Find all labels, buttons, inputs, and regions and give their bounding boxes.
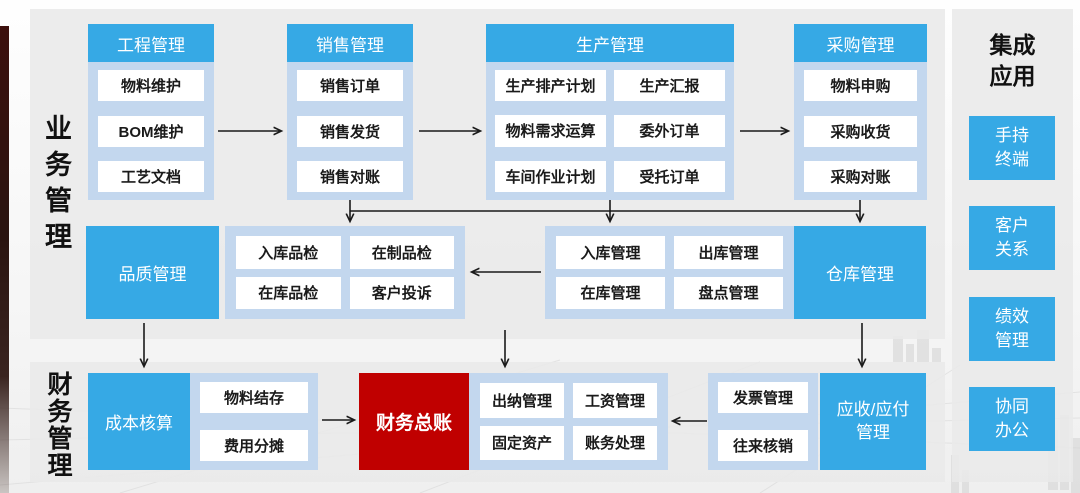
quality-management-box: 品质管理 (86, 226, 219, 319)
node-outbound-mgmt: 出库管理 (674, 236, 783, 269)
node-inbound-mgmt: 入库管理 (556, 236, 665, 269)
node-bom-maintain: BOM维护 (98, 115, 204, 147)
node-material-maintain: 物料维护 (98, 70, 204, 101)
integration-collaborative-office: 协同办公 (969, 387, 1055, 451)
warehouse-management-box: 仓库管理 (794, 226, 926, 319)
node-production-schedule: 生产排产计划 (495, 70, 606, 102)
node-customer-complaint: 客户投诉 (349, 276, 454, 309)
sales-header: 销售管理 (287, 24, 413, 62)
warehouse-group: 入库管理 出库管理 在库管理 盘点管理 (545, 226, 794, 319)
production-header: 生产管理 (486, 24, 734, 62)
ar-ap-management-box: 应收/应付管理 (820, 373, 926, 470)
integration-handheld-terminal: 手持终端 (969, 116, 1055, 180)
node-outsourcing-order: 委外订单 (614, 115, 725, 147)
node-instock-mgmt: 在库管理 (556, 276, 665, 309)
integration-title: 集成应用 (989, 32, 1036, 90)
node-purchase-request: 物料申购 (804, 70, 917, 101)
node-expense-allocation: 费用分摊 (200, 430, 308, 461)
node-material-balance: 物料结存 (200, 382, 308, 413)
cost-accounting-box: 成本核算 (88, 373, 190, 470)
integration-performance-mgmt: 绩效管理 (969, 297, 1055, 361)
general-ledger-box: 财务总账 (359, 373, 469, 470)
production-column: 生产管理 生产排产计划 生产汇报 物料需求运算 委外订单 车间作业计划 受托订单 (486, 24, 734, 200)
quality-group: 入库品检 在制品检 在库品检 客户投诉 (225, 226, 465, 319)
sales-column: 销售管理 销售订单 销售发货 销售对账 (287, 24, 413, 200)
node-transaction-writeoff: 往来核销 (718, 430, 808, 461)
node-shopfloor-plan: 车间作业计划 (495, 160, 606, 192)
node-invoice-mgmt: 发票管理 (718, 382, 808, 413)
node-stock-inspection: 在库品检 (236, 276, 341, 309)
node-cashier-mgmt: 出纳管理 (480, 383, 564, 418)
node-sales-reconcile: 销售对账 (297, 161, 403, 192)
procurement-column: 采购管理 物料申购 采购收货 采购对账 (794, 24, 927, 200)
node-purchase-reconcile: 采购对账 (804, 161, 917, 192)
engineering-header: 工程管理 (88, 24, 214, 62)
business-section-label: 业务管理 (41, 114, 71, 258)
node-sales-shipment: 销售发货 (297, 115, 403, 147)
node-production-report: 生产汇报 (614, 70, 725, 102)
invoice-group: 发票管理 往来核销 (708, 373, 818, 470)
node-stocktake-mgmt: 盘点管理 (674, 276, 783, 309)
integration-customer-relations: 客户关系 (969, 206, 1055, 270)
engineering-column: 工程管理 物料维护 BOM维护 工艺文档 (88, 24, 214, 200)
node-sales-order: 销售订单 (297, 70, 403, 101)
finance-section-label: 财务管理 (44, 371, 72, 479)
node-accounting-processing: 账务处理 (573, 425, 657, 460)
node-mrp: 物料需求运算 (495, 115, 606, 147)
node-incoming-inspection: 入库品检 (236, 236, 341, 269)
cost-group: 物料结存 费用分摊 (190, 373, 318, 470)
ledger-group: 出纳管理 工资管理 固定资产 账务处理 (469, 373, 668, 470)
node-purchase-receipt: 采购收货 (804, 115, 917, 147)
node-payroll-mgmt: 工资管理 (573, 383, 657, 418)
node-inprocess-inspection: 在制品检 (349, 236, 454, 269)
node-consignment-order: 受托订单 (614, 160, 725, 192)
left-photo-edge (0, 26, 9, 493)
node-fixed-assets: 固定资产 (480, 425, 564, 460)
procurement-header: 采购管理 (794, 24, 927, 62)
node-process-doc: 工艺文档 (98, 161, 204, 192)
